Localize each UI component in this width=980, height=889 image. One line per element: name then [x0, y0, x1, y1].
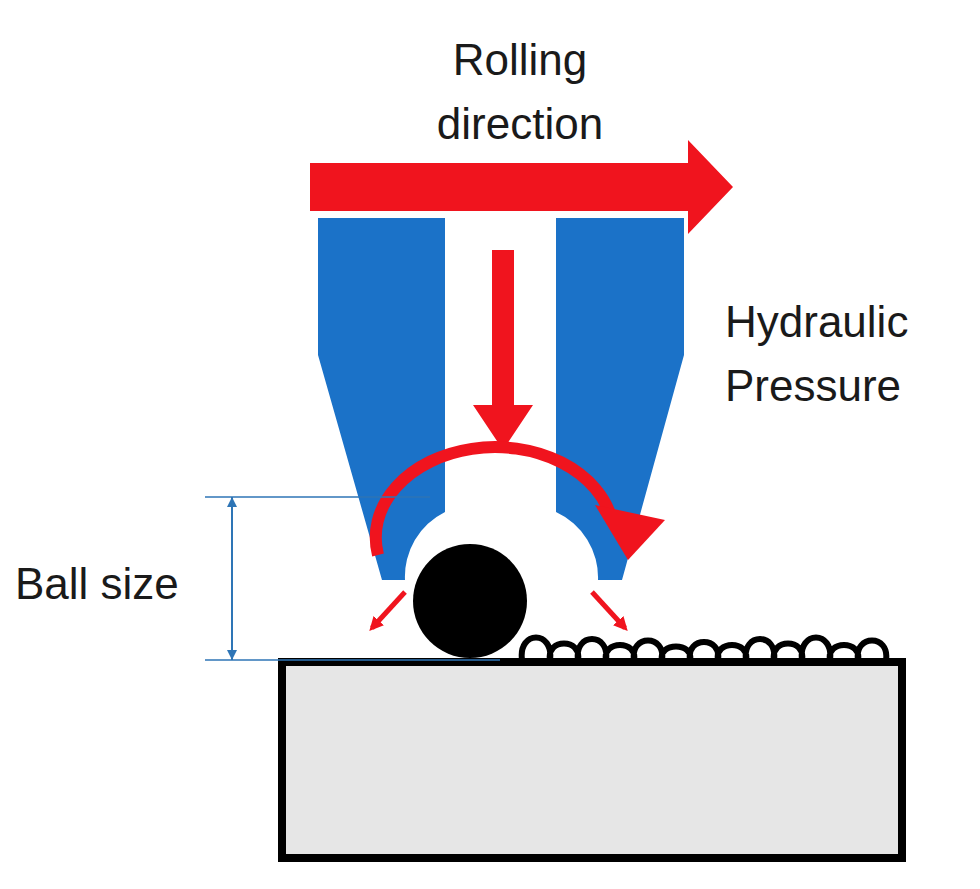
- ball: [413, 544, 527, 658]
- direction-label: Rolling direction: [390, 28, 650, 156]
- workpiece: [282, 662, 902, 858]
- dimension-label: Ball size: [15, 552, 205, 616]
- pressure-arrow: [473, 250, 533, 450]
- dimension-line: [205, 659, 500, 661]
- tool-right: [556, 218, 684, 580]
- rough-surface: [522, 638, 887, 661]
- dimension-line: [205, 496, 430, 498]
- flow-arrow: [372, 592, 405, 628]
- pressure-label: Hydraulic Pressure: [725, 290, 965, 418]
- dimension-arrow: [231, 498, 233, 660]
- flow-arrow: [592, 592, 625, 628]
- rotation-arrow: [376, 447, 612, 555]
- dimension-arrow: [231, 497, 233, 659]
- rotation-head: [595, 505, 665, 560]
